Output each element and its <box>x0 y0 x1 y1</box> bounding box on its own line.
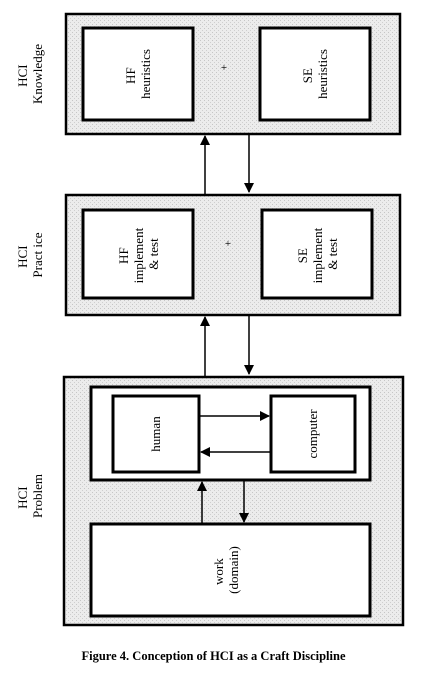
practice-side-label: HCI Pract ice <box>15 232 45 277</box>
se-heuristics-label: SE heuristics <box>300 49 330 99</box>
knowledge-panel: HCI Knowledge HF heuristics + SE heurist… <box>15 12 402 136</box>
computer-label: computer <box>305 409 320 459</box>
practice-panel: HCI Pract ice HF implement & test + SE i… <box>15 193 402 317</box>
se-implement-test-box <box>260 208 374 300</box>
problem-side-label: HCI Problem <box>15 474 45 518</box>
hf-implement-test-box <box>81 208 195 300</box>
human-label: human <box>148 416 163 452</box>
work-domain-label: work (domain) <box>211 546 241 594</box>
hf-implement-test-label: HF implement & test <box>116 225 161 284</box>
knowledge-side-label: HCI Knowledge <box>15 44 45 104</box>
problem-panel: HCI Problem human computer work (domain) <box>15 375 405 627</box>
work-domain-box <box>89 522 372 618</box>
human-box <box>111 394 201 474</box>
se-implement-test-label: SE implement & test <box>295 225 340 284</box>
knowledge-plus-operator: + <box>221 62 227 74</box>
hf-heuristics-label: HF heuristics <box>123 49 153 99</box>
figure-caption: Figure 4. Conception of HCI as a Craft D… <box>81 649 346 663</box>
computer-box <box>269 394 357 474</box>
hf-heuristics-box <box>81 26 195 122</box>
practice-plus-operator: + <box>225 238 231 250</box>
se-heuristics-box <box>258 26 372 122</box>
